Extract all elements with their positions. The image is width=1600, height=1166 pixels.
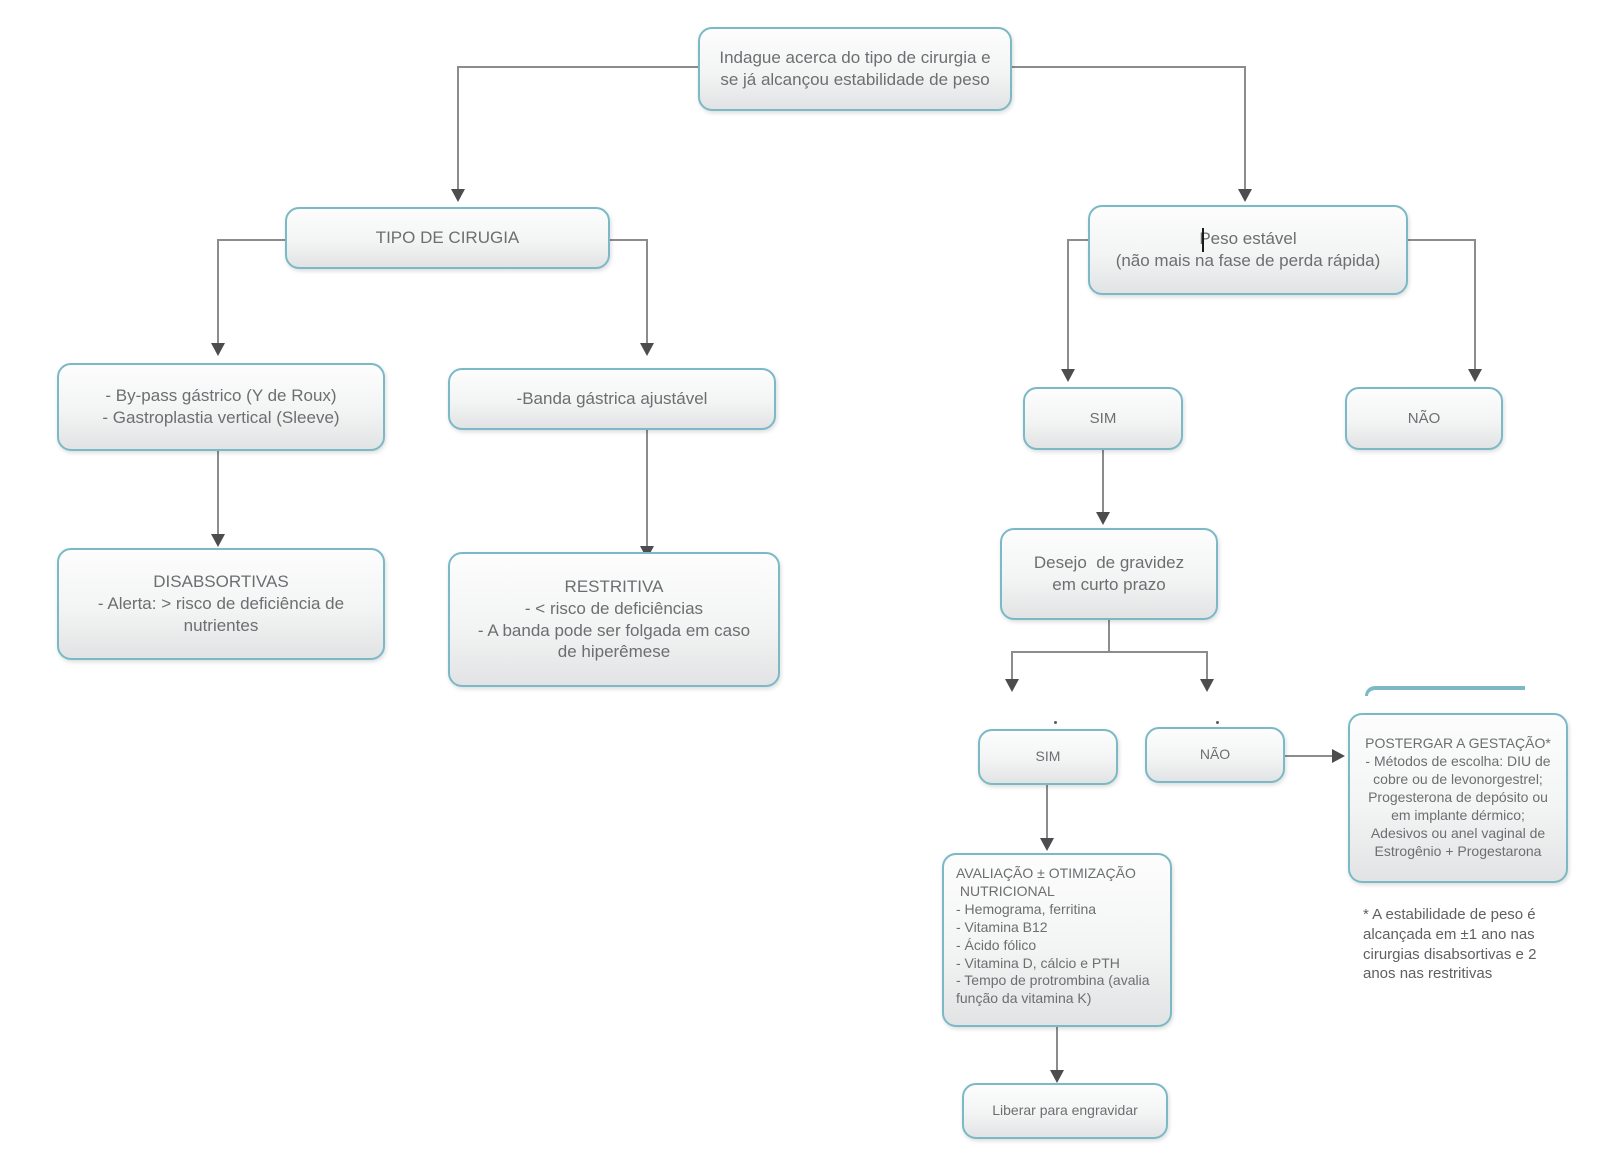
arrow-down-icon (1200, 679, 1214, 692)
connector-root-right-drop (1244, 66, 1246, 190)
node-sim-peso-label: SIM (1089, 409, 1117, 427)
connector-peso-right (1406, 239, 1476, 241)
connector-desejo-left-drop (1011, 651, 1013, 680)
node-banda-gastrica-label: -Banda gástrica ajustável (516, 389, 708, 409)
connector-sim-avaliacao (1046, 785, 1048, 839)
connector-tipo-left (218, 239, 285, 241)
node-indague: Indague acerca do tipo de cirurgia e se … (698, 27, 1012, 111)
node-liberar-engravidar: Liberar para engravidar (962, 1083, 1168, 1139)
arrow-down-icon (211, 343, 225, 356)
connector-tipo-right (610, 239, 648, 241)
node-nao-peso-label: NÃO (1407, 409, 1441, 427)
node-desejo-gravidez-label: Desejo de gravidez em curto prazo (1033, 553, 1185, 594)
node-tipo-cirugia-label: TIPO DE CIRUGIA (375, 228, 520, 248)
arrow-down-icon (1061, 369, 1075, 382)
connector-avaliacao-liberar (1056, 1027, 1058, 1071)
node-banda-gastrica: -Banda gástrica ajustável (448, 368, 776, 430)
connector-root-left-drop (457, 66, 459, 190)
node-nao-desejo-label: NÃO (1199, 746, 1231, 763)
node-tipo-cirugia: TIPO DE CIRUGIA (285, 207, 610, 269)
connector-peso-right-drop (1474, 239, 1476, 370)
node-peso-estavel-label: Peso estável (não mais na fase de perda … (1115, 229, 1381, 270)
connector-peso-left-drop (1067, 239, 1069, 370)
node-nao-desejo: NÃO (1145, 727, 1285, 783)
footnote: * A estabilidade de peso é alcançada em … (1363, 906, 1537, 983)
arrow-down-icon (1096, 512, 1110, 525)
connector-tipo-right-drop (646, 239, 648, 344)
connector-bypass-disabsortivas (217, 451, 219, 535)
dot-marker (1216, 721, 1219, 724)
node-peso-estavel: Peso estável (não mais na fase de perda … (1088, 205, 1408, 295)
node-desejo-gravidez: Desejo de gravidez em curto prazo (1000, 528, 1218, 620)
connector-nao-postergar (1285, 755, 1333, 757)
node-sim-peso: SIM (1023, 387, 1183, 450)
node-disabsortivas: DISABSORTIVAS - Alerta: > risco de defic… (57, 548, 385, 660)
node-postergar-gestacao-label: POSTERGAR A GESTAÇÃO* - Métodos de escol… (1365, 735, 1551, 859)
connector-sim-desejo (1102, 450, 1104, 513)
arrow-down-icon (1468, 369, 1482, 382)
arrow-down-icon (451, 189, 465, 202)
node-postergar-gestacao: POSTERGAR A GESTAÇÃO* - Métodos de escol… (1348, 713, 1568, 883)
arrow-down-icon (211, 534, 225, 547)
node-sim-desejo-label: SIM (1035, 748, 1061, 765)
arrow-down-icon (1040, 838, 1054, 851)
connector-banda-restritiva (646, 430, 648, 547)
node-disabsortivas-label: DISABSORTIVAS - Alerta: > risco de defic… (97, 572, 345, 635)
node-bypass-sleeve: - By-pass gástrico (Y de Roux) - Gastrop… (57, 363, 385, 451)
node-nao-peso: NÃO (1345, 387, 1503, 450)
node-avaliacao-nutricional-label: AVALIAÇÃO ± OTIMIZAÇÃO NUTRICIONAL - Hem… (956, 865, 1150, 1007)
node-indague-label: Indague acerca do tipo de cirurgia e se … (719, 48, 991, 89)
connector-desejo-right-drop (1206, 651, 1208, 680)
arrow-down-icon (1005, 679, 1019, 692)
arrow-down-icon (1238, 189, 1252, 202)
node-liberar-engravidar-label: Liberar para engravidar (992, 1102, 1138, 1119)
connector-desejo-stem (1108, 620, 1110, 653)
connector-tipo-left-drop (217, 239, 219, 344)
connector-root-left (458, 66, 698, 68)
arrow-down-icon (640, 343, 654, 356)
connector-peso-left (1068, 239, 1090, 241)
clipped-box-edge (1365, 686, 1525, 696)
node-avaliacao-nutricional: AVALIAÇÃO ± OTIMIZAÇÃO NUTRICIONAL - Hem… (942, 853, 1172, 1027)
node-bypass-sleeve-label: - By-pass gástrico (Y de Roux) - Gastrop… (102, 386, 340, 427)
node-restritiva: RESTRITIVA - < risco de deficiências - A… (448, 552, 780, 687)
arrow-right-icon (1332, 749, 1345, 763)
text-cursor (1202, 228, 1204, 252)
dot-marker (1054, 721, 1057, 724)
node-restritiva-label: RESTRITIVA - < risco de deficiências - A… (477, 577, 751, 662)
connector-root-right (1010, 66, 1245, 68)
node-sim-desejo: SIM (978, 729, 1118, 785)
arrow-down-icon (1050, 1070, 1064, 1083)
connector-desejo-branch (1012, 651, 1208, 653)
